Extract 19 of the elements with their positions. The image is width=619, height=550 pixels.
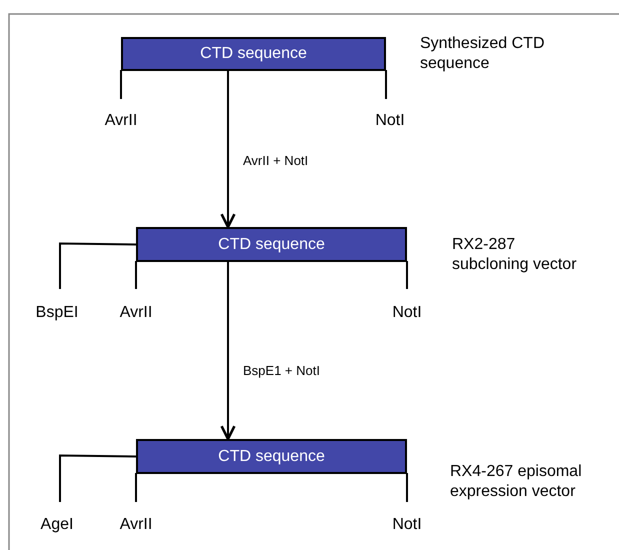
vector-caption: Synthesized CTD sequence [420,34,546,74]
bar-label: CTD sequence [218,236,325,254]
restriction-site-label: BspEI [36,304,78,322]
sequence-bar [136,227,407,262]
restriction-site-label: NotI [375,112,405,130]
arrow [220,262,236,440]
restriction-site-label: NotI [392,516,422,534]
sequence-bar [136,439,407,474]
sequence-bar [121,37,386,71]
vector-caption: RX4-267 episomal expression vector [450,462,583,502]
vector-caption: RX2-287 subcloning vector [452,235,578,275]
restriction-site-label: NotI [392,304,422,322]
arrow [220,71,236,228]
restriction-site-label: AgeI [40,516,74,534]
bar-label: CTD sequence [218,448,325,466]
restriction-site-label: AvrII [104,112,138,130]
restriction-site-label: AvrII [120,304,152,322]
bar-label: CTD sequence [200,45,307,63]
restriction-site-label: AvrII [120,516,152,534]
